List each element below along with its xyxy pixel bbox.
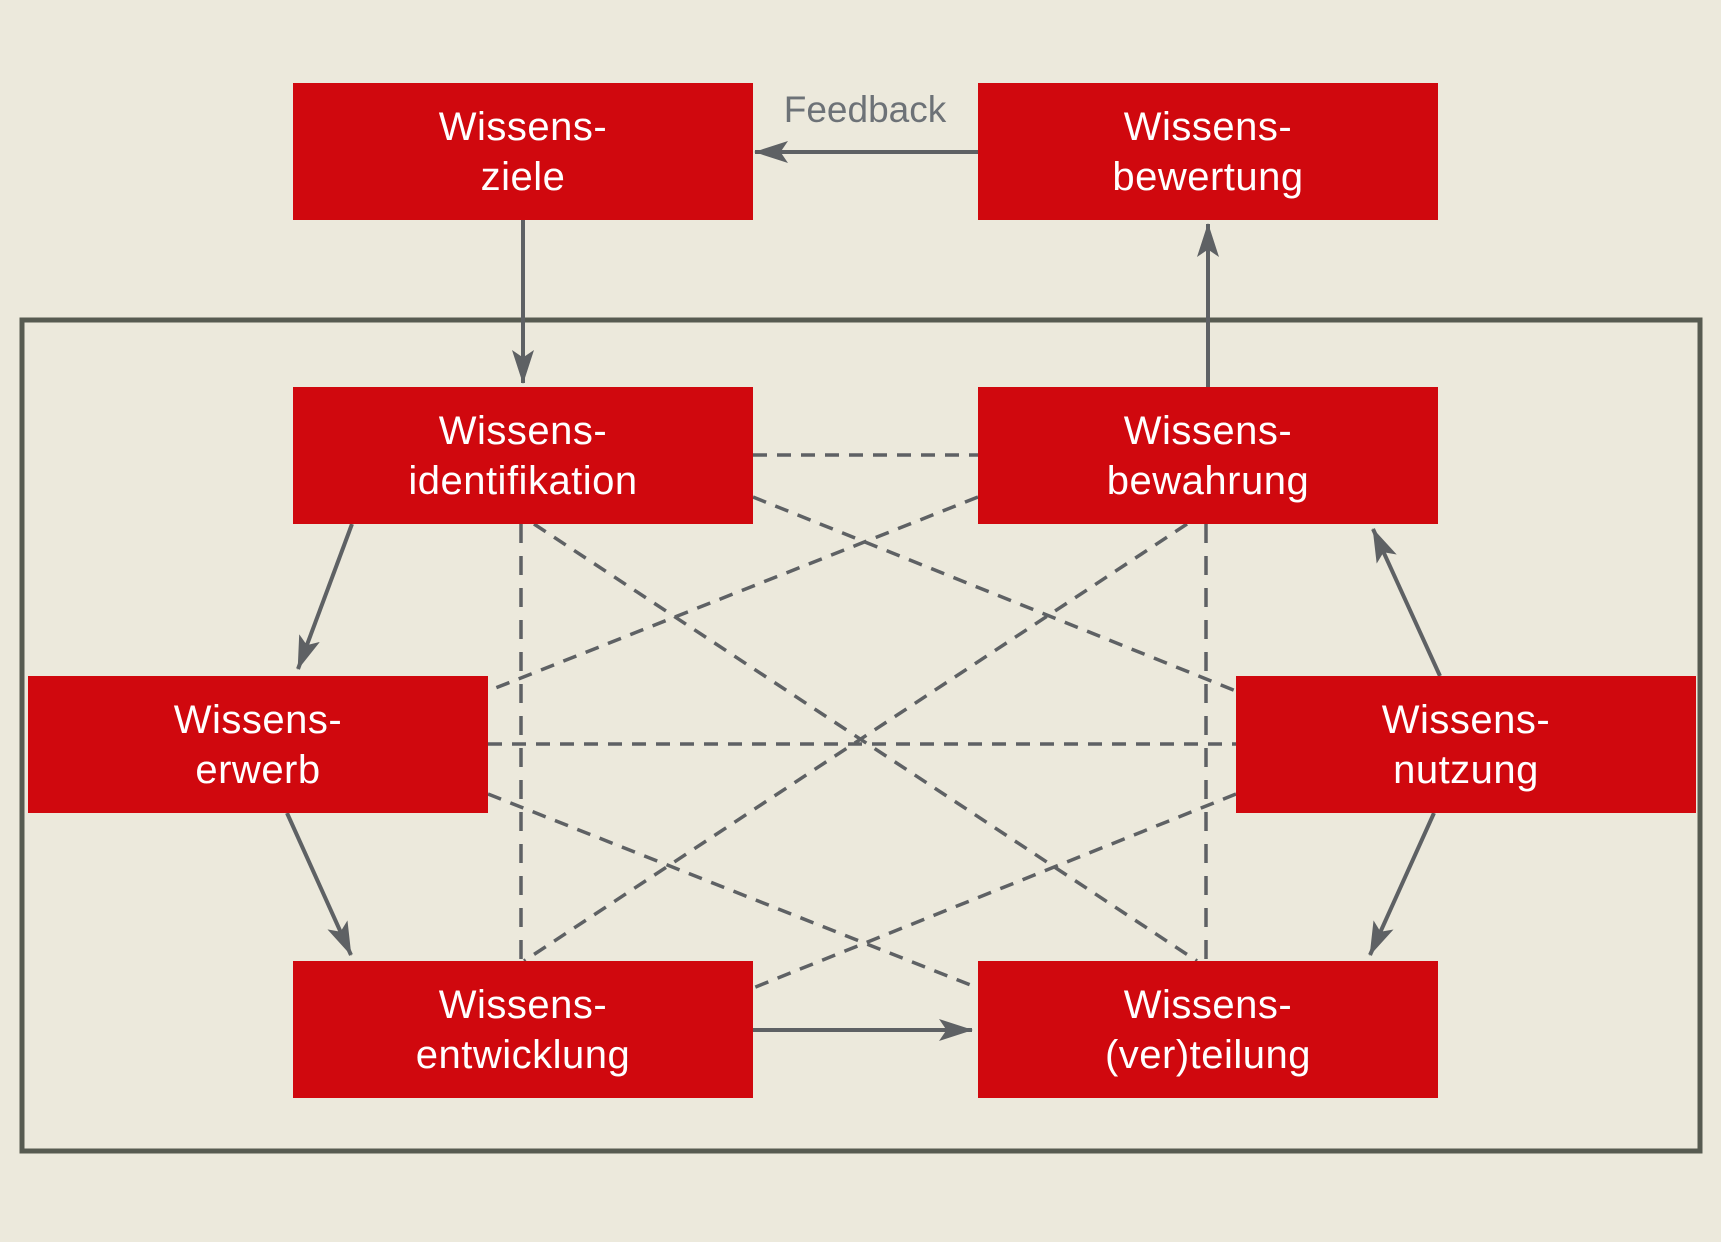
node-label-line: bewertung <box>1112 154 1304 199</box>
node-label-line: (ver)teilung <box>1104 1032 1312 1077</box>
node-wissensidentifikation: Wissens- identifikation <box>293 387 753 524</box>
arrow-nutzung-to-bewahrung <box>1371 528 1442 677</box>
dashed-bewahrung-erwerb <box>487 495 979 693</box>
arrow-erwerb-to-entwicklung <box>285 812 353 956</box>
arrow-identifikation-to-erwerb <box>296 523 354 670</box>
node-label-line: ziele <box>480 154 566 199</box>
node-wissensverteilung: Wissens- (ver)teilung <box>978 961 1438 1098</box>
node-wissensbewertung: Wissens- bewertung <box>978 83 1438 220</box>
node-wissensnutzung: Wissens- nutzung <box>1236 676 1696 813</box>
node-wissenserwerb: Wissens- erwerb <box>28 676 488 813</box>
node-label-line: bewahrung <box>1106 458 1310 503</box>
node-label-line: Wissens- <box>1123 982 1293 1027</box>
node-wissensbewahrung: Wissens- bewahrung <box>978 387 1438 524</box>
node-label-line: Wissens- <box>438 104 608 149</box>
node-label-line: Wissens- <box>1123 104 1293 149</box>
feedback-label: Feedback <box>783 89 947 130</box>
node-label-line: Wissens- <box>1381 697 1551 742</box>
node-label-line: nutzung <box>1393 747 1539 792</box>
node-label-line: Wissens- <box>1123 408 1293 453</box>
node-label-line: entwicklung <box>415 1032 631 1077</box>
node-label-line: Wissens- <box>438 982 608 1027</box>
node-label-line: Wissens- <box>173 697 343 742</box>
node-wissensziele: Wissens- ziele <box>293 83 753 220</box>
dashed-nutzung-entwicklung <box>752 792 1237 990</box>
dashed-identifikation-nutzung <box>752 495 1237 693</box>
node-wissensentwicklung: Wissens- entwicklung <box>293 961 753 1098</box>
arrow-nutzung-to-verteilung <box>1368 812 1436 956</box>
outer-boundary-rect <box>19 317 1703 1154</box>
node-label-line: erwerb <box>195 747 321 792</box>
node-label-line: Wissens- <box>438 408 608 453</box>
node-label-line: identifikation <box>408 458 638 503</box>
dashed-identifikation-verteilung <box>533 522 1198 963</box>
dashed-bewahrung-entwicklung <box>523 522 1188 963</box>
dashed-erwerb-verteilung <box>487 792 979 990</box>
